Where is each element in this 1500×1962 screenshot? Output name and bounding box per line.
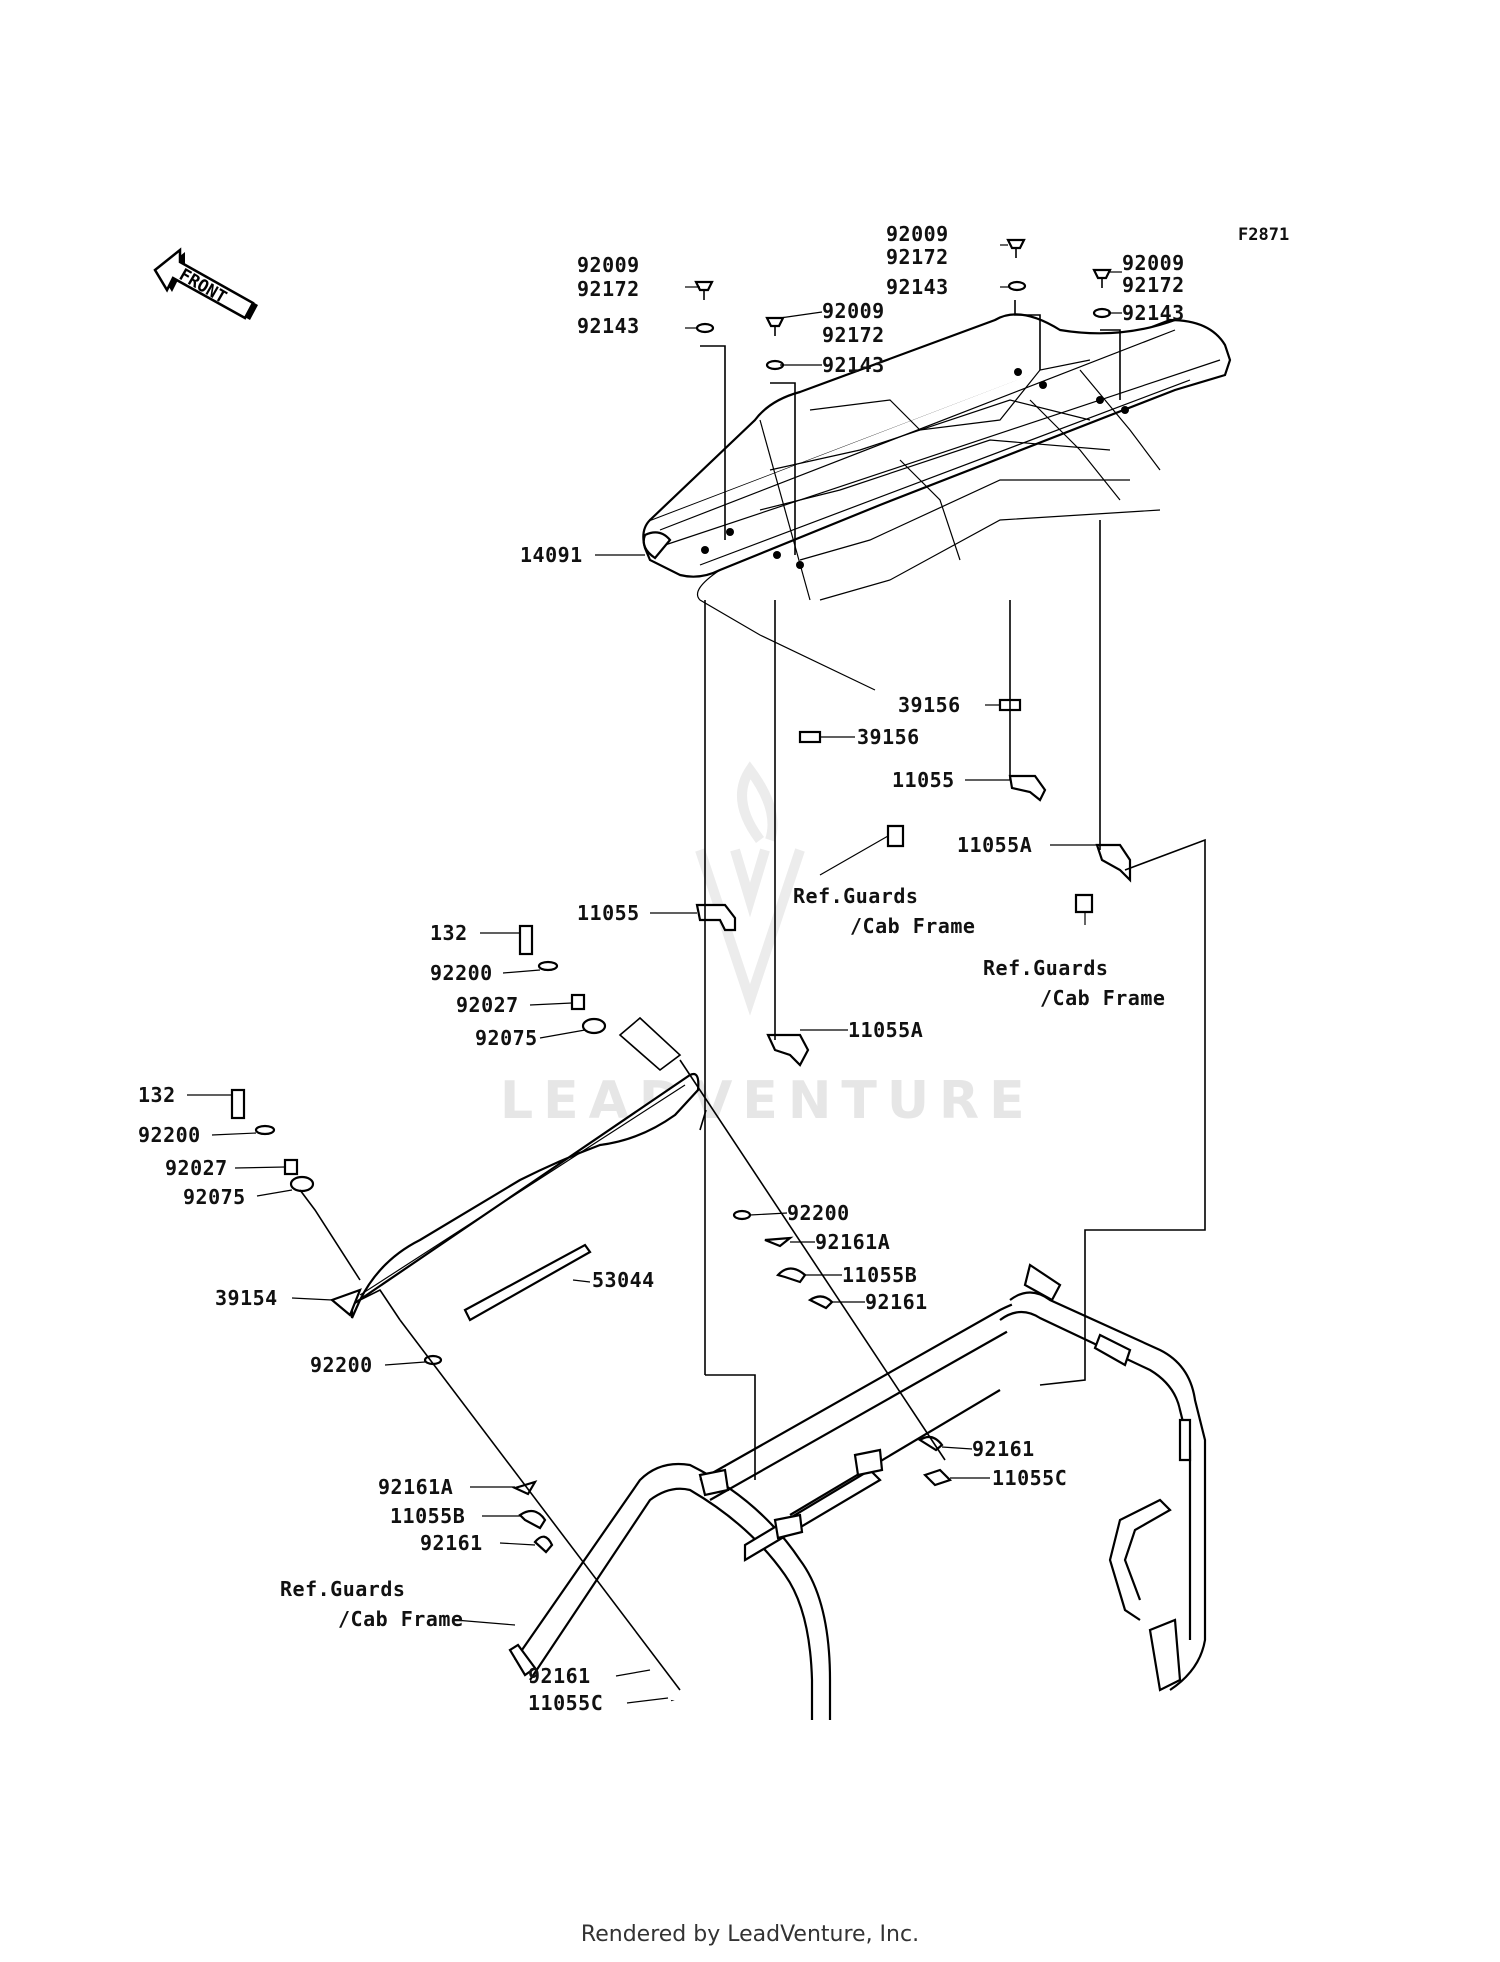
clip-11055C-right	[922, 1468, 953, 1487]
clamp-11055-left	[695, 903, 737, 932]
clip-92161-right	[807, 1295, 834, 1310]
callout-92075-upper: 92075	[475, 1026, 538, 1050]
callout-39156-left: 39156	[857, 725, 920, 749]
callout-11055A-left: 11055A	[848, 1018, 923, 1042]
guard-bolt-upper	[886, 824, 905, 848]
clip-11055B-right	[775, 1267, 807, 1284]
guard-bolt-lower	[1074, 893, 1094, 914]
callout-132-lower: 132	[138, 1083, 176, 1107]
footer-credit: Rendered by LeadVenture, Inc.	[580, 1922, 920, 1947]
stud-39156-left	[798, 730, 822, 744]
label-leader-stubs	[187, 244, 1122, 1704]
callout-92143-b: 92143	[822, 353, 885, 377]
clamp-11055A-left	[766, 1033, 810, 1067]
clip-92161A-left	[511, 1480, 538, 1496]
callout-cab-frame-b: /Cab Frame	[1040, 986, 1165, 1010]
callout-92143-d: 92143	[1122, 301, 1185, 325]
callout-92161-lower-left: 92161	[528, 1664, 591, 1688]
watermark-text: LEADVENTURE	[500, 1071, 1035, 1131]
callout-92161A-left: 92161A	[378, 1475, 453, 1499]
clamp-11055A-right	[1095, 843, 1132, 883]
clamp-11055-right	[1008, 774, 1047, 802]
clip-92161A-right	[764, 1236, 794, 1248]
callout-92200-lower: 92200	[138, 1123, 201, 1147]
callout-11055-right: 11055	[892, 768, 955, 792]
callout-92172-b: 92172	[822, 323, 885, 347]
callout-39154: 39154	[215, 1286, 278, 1310]
callout-92027-lower: 92027	[165, 1156, 228, 1180]
callout-92172-a: 92172	[577, 277, 640, 301]
callout-11055C-right: 11055C	[992, 1466, 1067, 1490]
fastener-group-left	[694, 280, 715, 334]
fastener-group-right	[1092, 268, 1112, 319]
callout-92143-c: 92143	[886, 275, 949, 299]
bolt-stack-upper	[518, 924, 607, 1035]
callout-53044: 53044	[592, 1268, 655, 1292]
callout-92200-right: 92200	[787, 1201, 850, 1225]
callout-92009-d: 92009	[1122, 251, 1185, 275]
callout-11055B-right: 11055B	[842, 1263, 917, 1287]
callout-92161-left: 92161	[420, 1531, 483, 1555]
assembly-leader-lines	[299, 300, 1206, 1691]
callout-92172-d: 92172	[1122, 273, 1185, 297]
cab-frame	[508, 1263, 1207, 1720]
visor-panel-39154	[329, 1072, 700, 1319]
callout-39156-right: 39156	[898, 693, 961, 717]
callout-92143-a: 92143	[577, 314, 640, 338]
callout-92009-c: 92009	[886, 222, 949, 246]
callout-92161-lower-right: 92161	[972, 1437, 1035, 1461]
roof-panel	[642, 313, 1232, 691]
callout-11055B-left: 11055B	[390, 1504, 465, 1528]
callout-92009-a: 92009	[577, 253, 640, 277]
callout-92161-right: 92161	[865, 1290, 928, 1314]
fastener-group-top	[1006, 238, 1027, 292]
callout-92200-upper: 92200	[430, 961, 493, 985]
callout-11055C-left: 11055C	[528, 1691, 603, 1715]
clip-92161-left	[533, 1535, 554, 1554]
callout-ref-guards-b: Ref.Guards	[983, 956, 1108, 980]
callout-92075-lower: 92075	[183, 1185, 246, 1209]
bolt-stack-lower	[230, 1088, 315, 1193]
callout-92027-upper: 92027	[456, 993, 519, 1017]
watermark-logo	[695, 761, 805, 1016]
callout-cab-frame-a: /Cab Frame	[850, 914, 975, 938]
callout-132-upper: 132	[430, 921, 468, 945]
callout-14091: 14091	[520, 543, 583, 567]
callout-92009-b: 92009	[822, 299, 885, 323]
clip-11055B-left	[518, 1509, 547, 1530]
callout-92172-c: 92172	[886, 245, 949, 269]
front-arrow-icon: FRONT	[153, 247, 258, 320]
figure-code: F2871	[1238, 225, 1289, 245]
fastener-group-mid	[765, 316, 785, 371]
callout-ref-guards-a: Ref.Guards	[793, 884, 918, 908]
callout-ref-guards-c: Ref.Guards	[280, 1577, 405, 1601]
callout-11055-left: 11055	[577, 901, 640, 925]
callout-92161A-right: 92161A	[815, 1230, 890, 1254]
seal-strip-53044	[463, 1243, 592, 1322]
front-arrow-label: FRONT	[176, 265, 230, 308]
callout-cab-frame-c: /Cab Frame	[338, 1607, 463, 1631]
callout-11055A-right: 11055A	[957, 833, 1032, 857]
washer-92200-right	[732, 1209, 752, 1221]
callout-92200-visor: 92200	[310, 1353, 373, 1377]
